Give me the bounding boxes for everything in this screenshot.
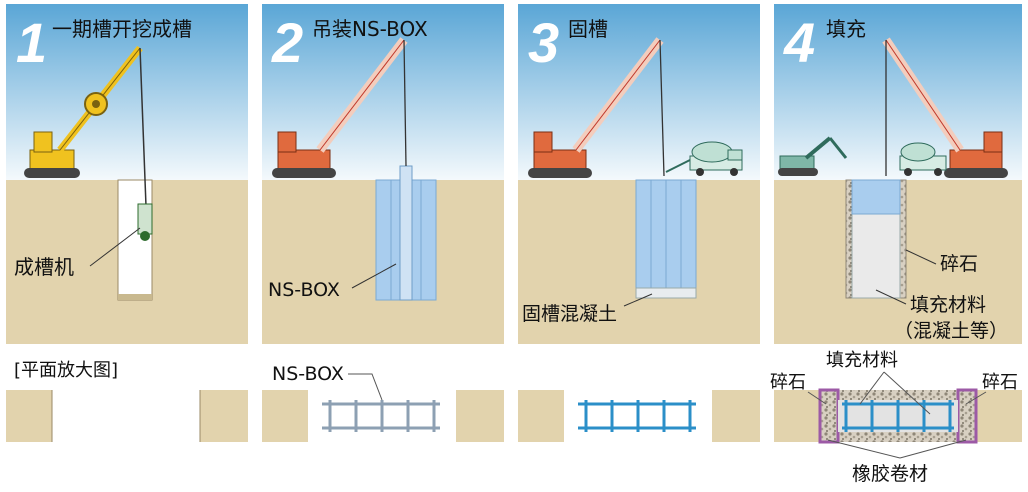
step-title: 固槽: [568, 17, 608, 41]
step-title: 填充: [826, 17, 866, 41]
leader-line: [89, 227, 141, 267]
leader-line: [351, 263, 397, 289]
plan-view-1: [6, 390, 248, 442]
plan-trench: [52, 390, 200, 442]
plan-label-fill-material: 填充材料: [826, 350, 898, 371]
plan-label-rubber: 橡胶卷材: [852, 463, 928, 485]
label-fill-material: 填充材料: [910, 294, 986, 316]
concrete-mixer-truck: [899, 142, 947, 176]
base-concrete: [635, 287, 697, 299]
panel-step-1: 1 一期槽开挖成槽 成槽机: [6, 4, 248, 344]
crawler-crane: [272, 37, 408, 178]
ns-box-steel-frame: [578, 400, 696, 432]
panel-step-2: 2 吊装NS-BOX NS-BOX: [262, 4, 504, 344]
panel-step-4: 4 填充 碎石 填充材料 （混凝土等）: [774, 4, 1022, 344]
step-title: 吊装NS-BOX: [312, 17, 428, 41]
leader-line: [623, 293, 653, 307]
leader-line: [899, 439, 967, 459]
panel-step-3: 3 固槽 固槽混凝土: [518, 4, 760, 344]
ns-box-steel-frame: [842, 400, 954, 432]
leader-line: [827, 439, 901, 459]
label-ns-box: NS-BOX: [268, 279, 340, 301]
leader-line: [348, 373, 383, 401]
step-number: 4: [783, 11, 815, 74]
plan-label-gravel-left: 碎石: [770, 372, 806, 393]
ns-box-steel-frame: [322, 400, 440, 432]
trench-bottom: [118, 294, 152, 300]
leader-line: [807, 391, 827, 405]
leader-line: [905, 249, 937, 265]
leader-line: [965, 391, 987, 405]
trench-cutter-machine: [24, 45, 153, 241]
excavator: [778, 136, 848, 176]
leader-line: [859, 371, 885, 405]
crawler-crane: [528, 37, 665, 178]
concrete-mixer-truck: [665, 141, 743, 176]
plan-label-gravel-right: 碎石: [982, 372, 1018, 393]
plan-heading: [平面放大图]: [14, 360, 118, 381]
step-number: 1: [16, 11, 47, 74]
step-number: 3: [528, 11, 559, 74]
label-cutter: 成槽机: [14, 255, 74, 279]
plan-view-2: NS-BOX: [262, 363, 504, 442]
plan-view-3: [518, 390, 760, 442]
step-title: 一期槽开挖成槽: [52, 17, 192, 41]
crawler-crane: [882, 37, 1008, 178]
label-base-concrete: 固槽混凝土: [522, 303, 617, 325]
label-gravel: 碎石: [940, 253, 978, 275]
step-number: 2: [271, 11, 303, 74]
ns-box-lifted: [399, 165, 413, 301]
ns-box-top: [851, 179, 901, 215]
label-fill-note: （混凝土等）: [894, 320, 1008, 342]
plan-label-ns-box: NS-BOX: [272, 363, 344, 385]
leader-line: [883, 371, 931, 415]
fill-material: [851, 213, 901, 299]
plan-view-4: 碎石 填充材料 碎石 橡胶卷材: [770, 350, 1022, 485]
leader-line: [875, 289, 907, 305]
